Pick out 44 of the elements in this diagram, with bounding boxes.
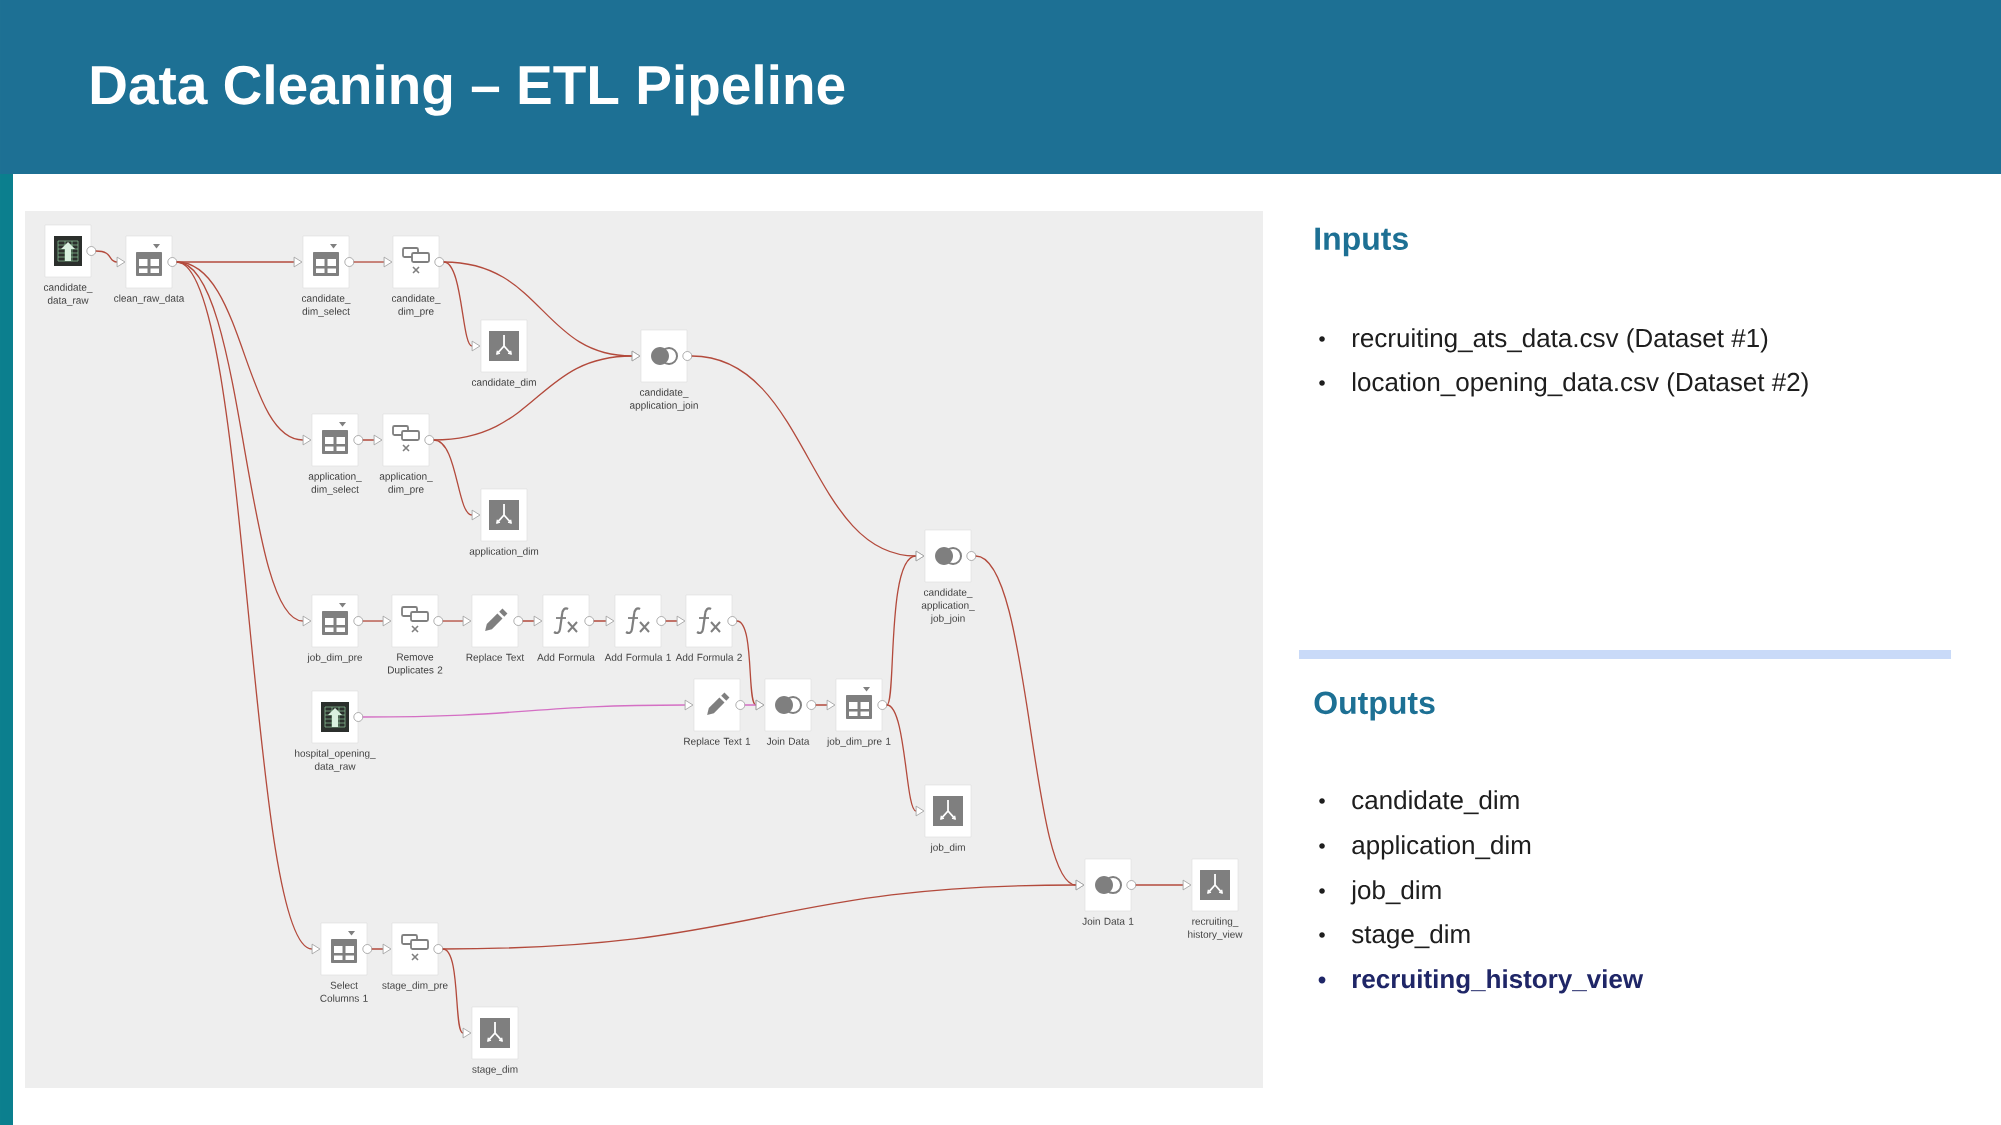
bullet-text: stage_dim xyxy=(1351,924,1470,949)
bullet-text: job_dim xyxy=(1350,880,1441,905)
connector xyxy=(176,261,321,955)
connector xyxy=(593,615,615,627)
connector xyxy=(95,250,126,268)
connector xyxy=(886,550,925,706)
title-banner: Data Cleaning – ETL Pipeline xyxy=(0,0,2001,174)
connector xyxy=(522,615,543,627)
section-heading: Inputs xyxy=(1315,227,1408,257)
connector xyxy=(433,439,481,521)
step-tile: application_dim_pre xyxy=(379,413,433,495)
step-tile: Remove Duplicates 2 xyxy=(388,594,443,676)
connector xyxy=(176,256,303,268)
connector xyxy=(886,704,925,817)
bullet-text: recruiting_history_view xyxy=(1352,969,1644,994)
step-tile: stage_dim_pre xyxy=(382,922,448,991)
step-tile: candidate_dim_pre xyxy=(391,235,441,317)
step-tile: Add Formula 2 xyxy=(675,594,742,661)
connector xyxy=(176,261,312,446)
bullet-text: location_opening_data.csv (Dataset #2) xyxy=(1352,372,1808,397)
connector xyxy=(442,879,1085,950)
connector xyxy=(665,615,686,627)
connector xyxy=(362,615,392,627)
step-tile: Join Data 1 xyxy=(1082,858,1134,925)
bullet-text: candidate_dim xyxy=(1352,790,1519,815)
step-tile: candidate_application_job_join xyxy=(921,529,975,624)
connector xyxy=(362,699,694,718)
connector xyxy=(442,948,472,1039)
connector xyxy=(433,350,641,441)
bullet-text: recruiting_ats_data.csv (Dataset #1) xyxy=(1352,328,1768,353)
section-heading: Outputs xyxy=(1314,691,1435,721)
step-tile: Add Formula xyxy=(537,594,595,661)
connector xyxy=(1135,879,1192,891)
connector xyxy=(371,943,392,955)
connector xyxy=(815,699,836,711)
connector xyxy=(744,699,765,711)
connector xyxy=(353,256,393,268)
step-tile: candidate_application_join xyxy=(629,329,698,411)
connector xyxy=(362,434,383,446)
connector xyxy=(442,615,472,627)
step-tile: Replace Text xyxy=(466,594,525,663)
step-tile: Add Formula 1 xyxy=(604,594,671,661)
step-tile: Replace Text 1 xyxy=(684,678,751,747)
bullet-text: application_dim xyxy=(1352,835,1531,860)
